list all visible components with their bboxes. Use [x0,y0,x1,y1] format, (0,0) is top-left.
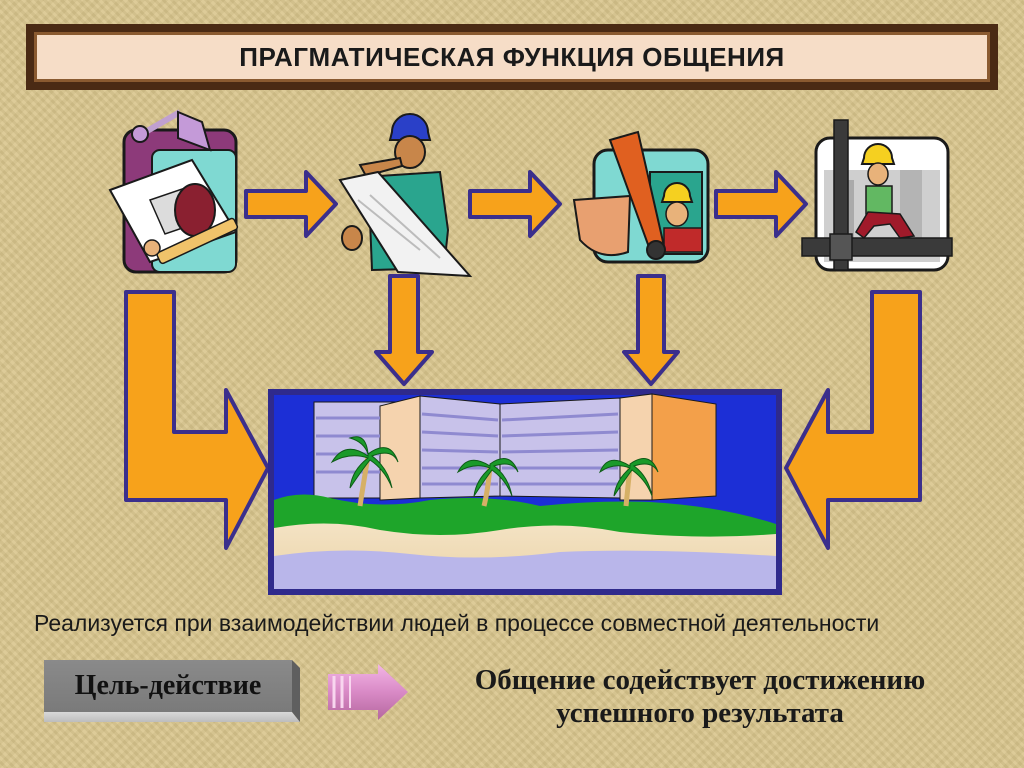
engineer-with-blueprint-icon [338,113,473,278]
title-banner: ПРАГМАТИЧЕСКАЯ ФУНКЦИЯ ОБЩЕНИЯ [26,24,998,90]
flow-arrow-1 [244,170,338,238]
palm-tree-3 [598,458,659,507]
goal-box-bevel-bottom [44,712,300,722]
flow-arrow-2 [468,170,562,238]
goal-action-box: Цель-действие [44,660,300,722]
result-line-1: Общение содействует достижению [474,664,926,696]
palm-tree-1 [330,436,399,507]
result-statement: Общение содействует достижению успешного… [410,664,990,730]
down-arrow-1 [374,274,434,386]
diagram-canvas [108,109,953,595]
down-arrow-2 [622,274,680,386]
goal-action-label: Цель-действие [44,660,292,712]
palm-tree-2 [456,458,519,507]
page-title: ПРАГМАТИЧЕСКАЯ ФУНКЦИЯ ОБЩЕНИЯ [239,41,785,72]
big-arrow-left [124,290,270,550]
building-illustration [313,393,717,501]
goal-box-bevel-right [292,660,300,722]
pink-arrow-icon [328,664,408,720]
result-line-2: успешного результата [556,697,844,729]
title-banner-inner: ПРАГМАТИЧЕСКАЯ ФУНКЦИЯ ОБЩЕНИЯ [34,32,990,82]
caption-text: Реализуется при взаимодействии людей в п… [34,610,880,636]
flow-arrow-3 [714,170,808,238]
construction-worker-icon [801,119,953,272]
architect-icon [108,109,239,274]
finished-building-picture [268,389,782,595]
big-arrow-right [784,290,922,550]
excavator-operator-icon [572,130,710,264]
